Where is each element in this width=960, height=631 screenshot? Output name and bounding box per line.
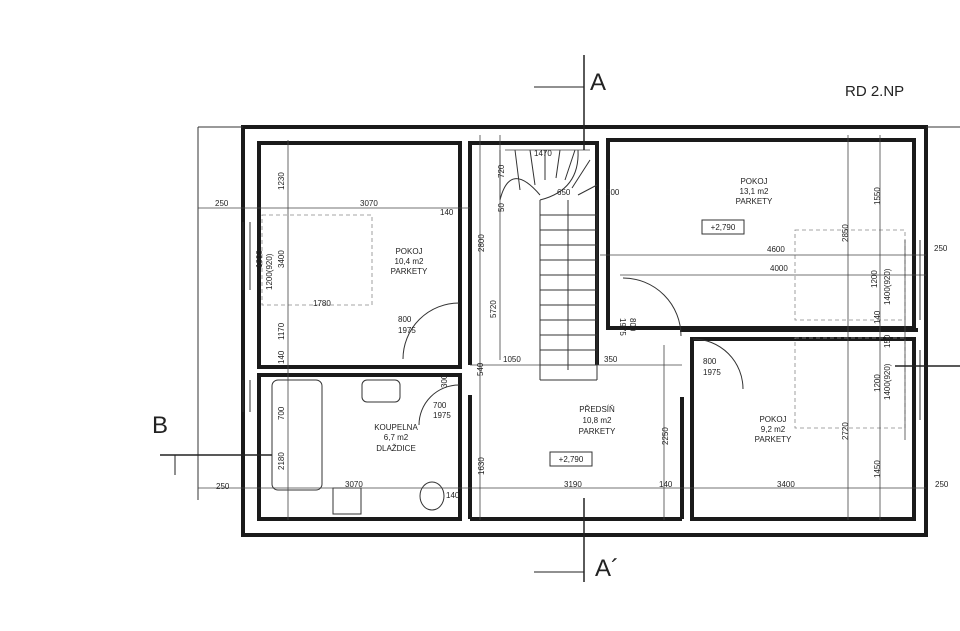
dim-label: 800 [628,318,637,332]
room-name-koupelna: KOUPELNA [374,423,418,432]
dim-label: 1400(920) [883,268,892,305]
dim-label: 1200(920) [265,253,274,290]
dim-label: 3400 [777,480,795,489]
dim-label: 650 [557,188,571,197]
koupelna-walls [257,373,462,521]
shower [332,487,362,515]
dim-label: 1200 [873,374,882,392]
room-floor-pokoj2: PARKETY [736,197,773,206]
dim-label: 250 [215,199,229,208]
dim-label: 250 [216,482,230,491]
dim-label: 1780 [313,299,331,308]
dim-label: 2250 [661,427,670,445]
door-pokoj1 [402,302,460,360]
dim-label: 5720 [489,300,498,318]
dim-label: 1975 [398,326,416,335]
dim-label: 1975 [433,411,451,420]
room-floor-pokoj1: PARKETY [391,267,428,276]
level-box-pokoj2 [701,219,745,235]
washbasin [361,379,401,403]
dim-label: 1200 [870,270,879,288]
dim-label: 350 [604,355,618,364]
toilet [419,481,445,511]
room-name-pokoj2: POKOJ [740,177,767,186]
dim-label: 2720 [841,422,850,440]
room-name-pokoj3: POKOJ [759,415,786,424]
dim-label: 1230 [277,172,286,190]
dim-label: 3400 [277,250,286,268]
dim-label: 720 [497,164,506,178]
dim-label: 140 [440,208,454,217]
dim-label: 1050 [503,355,521,364]
dim-label: 250 [935,480,949,489]
plan-title: RD 2.NP [845,83,904,100]
dim-label: 2180 [277,452,286,470]
dim-label: 540 [476,362,485,376]
room-area-predsin: 10,8 m2 [583,416,612,425]
section-line-a [534,55,585,582]
pokoj1-walls [257,141,462,369]
level-box-predsin [549,451,593,467]
bathtub [271,379,323,491]
room-floor-pokoj3: PARKETY [755,435,792,444]
pokoj2-walls [606,138,916,330]
level-pokoj2: +2,790 [711,223,736,232]
dim-label: 1630 [477,457,486,475]
room-area-pokoj2: 13,1 m2 [740,187,769,196]
room-area-koupelna: 6,7 m2 [384,433,409,442]
dim-label: 140 [277,350,286,364]
pokoj3-walls [690,337,916,521]
dim-label: 140 [873,310,882,324]
section-label-a: A [590,69,606,96]
door-pokoj3 [692,338,744,390]
dim-label: 800 [703,357,717,366]
dimension-lines [198,135,926,520]
dim-label: 3190 [564,480,582,489]
section-line-b [160,365,960,475]
dim-label: 2800 [477,234,486,252]
dim-label: 1170 [277,322,286,340]
dim-label: 1450 [873,460,882,478]
room-area-pokoj1: 10,4 m2 [395,257,424,266]
door-pokoj2 [622,277,682,337]
dim-label: 1400(920) [883,363,892,400]
dim-label: 700 [433,401,447,410]
room-floor-predsin: PARKETY [579,427,616,436]
room-floor-koupelna: DLAŽDICE [376,444,416,453]
dim-label: 140 [659,480,673,489]
dim-label: 700 [277,406,286,420]
door-koupelna [418,384,460,426]
dim-label: 1550 [873,187,882,205]
level-predsin: +2,790 [559,455,584,464]
dim-label: 4000 [770,264,788,273]
room-name-pokoj1: POKOJ [395,247,422,256]
dim-label: 1975 [703,368,721,377]
dim-label: 1470 [534,149,552,158]
dim-label: 800 [398,315,412,324]
section-label-a-prime: A´ [595,555,619,582]
dim-label: 250 [934,244,948,253]
dim-label: 300 [440,374,449,388]
dim-label: 1000 [255,250,264,268]
room-name-predsin: PŘEDSÍŇ [579,405,615,414]
dim-label: 50 [497,203,506,212]
dim-label: 1975 [618,318,627,336]
dim-label: 140 [446,491,460,500]
dim-label: 3070 [360,199,378,208]
staircase [499,149,598,381]
dim-label: 200 [606,188,620,197]
dim-label: 3070 [345,480,363,489]
dim-label: 4600 [767,245,785,254]
room-area-pokoj3: 9,2 m2 [761,425,786,434]
dim-label: 2850 [841,224,850,242]
furniture-outline-pokoj1 [261,214,373,306]
section-label-b: B [152,412,168,439]
dim-label: 150 [883,334,892,348]
